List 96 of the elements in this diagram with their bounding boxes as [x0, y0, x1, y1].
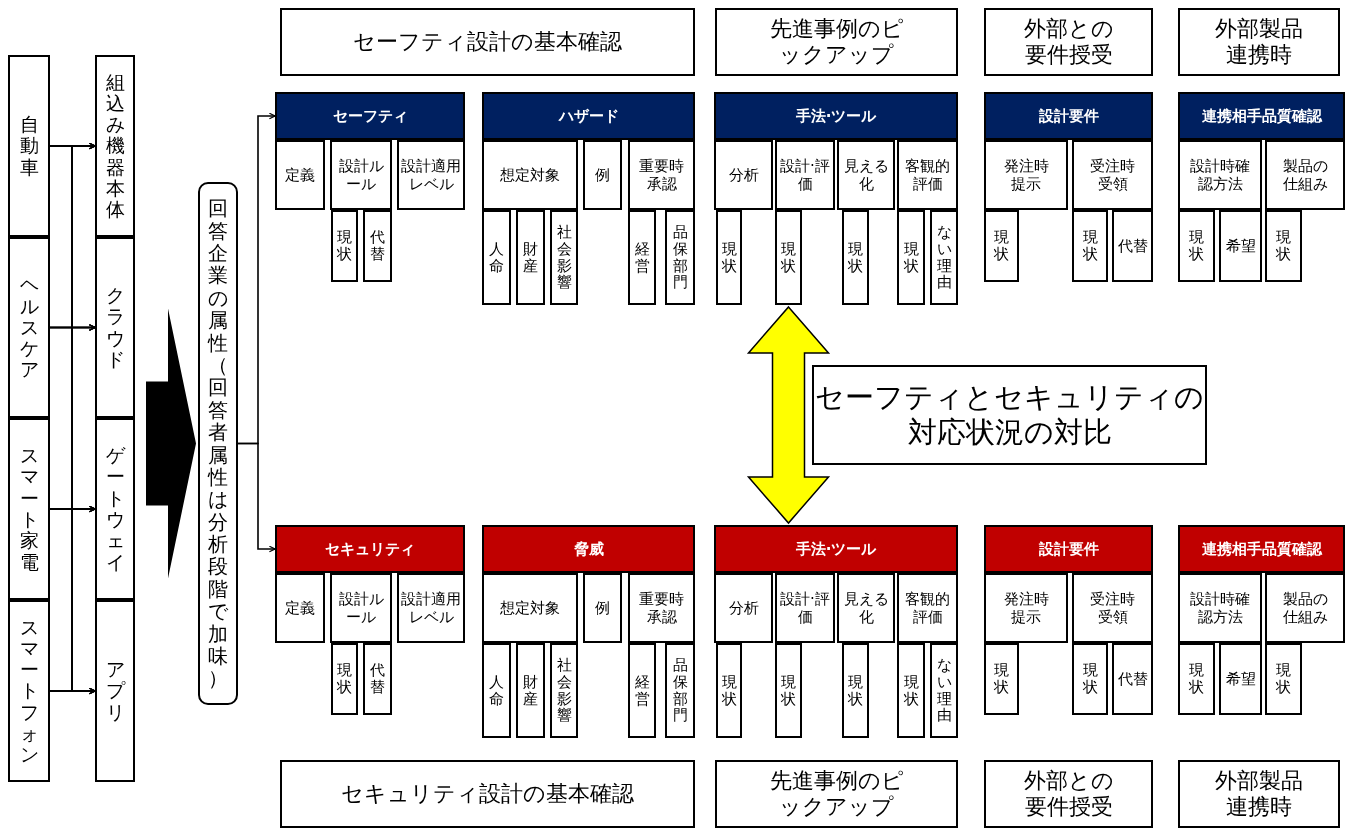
header-bar: 連携相手品質確認: [1178, 92, 1345, 140]
item-box: 重要時承認: [628, 140, 695, 210]
category-box: ゲートウェイ: [95, 418, 135, 600]
arrow: [237, 442, 276, 553]
item-box: 現状: [1072, 643, 1108, 715]
item-box: 設計·評価: [775, 140, 835, 210]
item-box: 財産: [516, 643, 545, 738]
item-box: 発注時提示: [984, 573, 1068, 643]
category-box: ヘルスケア: [8, 237, 50, 418]
section-title-box: 外部との要件授受: [984, 8, 1153, 76]
item-box: 設計·評価: [775, 573, 835, 643]
item-box: 現状: [984, 643, 1019, 715]
item-box: 設計時確認方法: [1178, 573, 1262, 643]
header-bar: 脅威: [482, 525, 695, 573]
item-box: 現状: [716, 210, 742, 305]
item-box: 想定対象: [482, 573, 578, 643]
section-title-box: セキュリティ設計の基本確認: [280, 760, 695, 828]
attribute-box: 回答企業の属性（回答者属性は分析段階で加味）: [198, 182, 238, 705]
item-box: 発注時提示: [984, 140, 1068, 210]
item-box: 財産: [516, 210, 545, 305]
item-box: 現状: [1178, 210, 1215, 282]
item-box: 設計適用レベル: [397, 573, 465, 643]
item-box: 人命: [482, 210, 511, 305]
item-box: 現状: [1072, 210, 1108, 282]
comparison-box: セーフティとセキュリティの対応状況の対比: [812, 365, 1207, 465]
item-box: 代替: [363, 210, 392, 282]
item-box: 現状: [775, 643, 802, 738]
item-box: 現状: [1265, 210, 1302, 282]
category-box: 組込み機器本体: [95, 55, 135, 237]
category-box: クラウド: [95, 237, 135, 418]
item-box: 代替: [1112, 643, 1153, 715]
item-box: 見える化: [837, 573, 895, 643]
section-title-box: セーフティ設計の基本確認: [280, 8, 695, 76]
item-box: 現状: [716, 643, 742, 738]
item-box: 例: [583, 573, 622, 643]
header-bar: 設計要件: [984, 525, 1153, 573]
item-box: 例: [583, 140, 622, 210]
item-box: 現状: [775, 210, 802, 305]
item-box: ない理由: [930, 643, 958, 738]
item-box: 想定対象: [482, 140, 578, 210]
item-box: 現状: [1265, 643, 1302, 715]
item-box: 社会影響: [550, 643, 578, 738]
item-box: 見える化: [837, 140, 895, 210]
item-box: 現状: [331, 643, 358, 715]
item-box: 現状: [842, 643, 869, 738]
double-block-arrow: [746, 305, 831, 525]
item-box: 分析: [714, 140, 773, 210]
item-box: 製品の仕組み: [1265, 573, 1345, 643]
section-title-box: 外部製品連携時: [1178, 760, 1340, 828]
header-bar: ハザード: [482, 92, 695, 140]
item-box: 定義: [275, 573, 325, 643]
header-bar: セキュリティ: [275, 525, 465, 573]
header-bar: 設計要件: [984, 92, 1153, 140]
item-box: 希望: [1219, 210, 1262, 282]
item-box: 現状: [331, 210, 358, 282]
item-box: 受注時受領: [1072, 140, 1153, 210]
item-box: 品保部門: [665, 643, 695, 738]
item-box: 客観的評価: [897, 573, 958, 643]
arrow: [49, 687, 96, 695]
item-box: 経営: [628, 210, 656, 305]
item-box: 現状: [1178, 643, 1215, 715]
section-title-box: 先進事例のピックアップ: [715, 760, 958, 828]
item-box: 希望: [1219, 643, 1262, 715]
header-bar: 連携相手品質確認: [1178, 525, 1345, 573]
item-box: 現状: [984, 210, 1019, 282]
item-box: 設計時確認方法: [1178, 140, 1262, 210]
item-box: 現状: [897, 210, 925, 305]
item-box: 経営: [628, 643, 656, 738]
item-box: 分析: [714, 573, 773, 643]
item-box: 設計適用レベル: [397, 140, 465, 210]
item-box: 客観的評価: [897, 140, 958, 210]
item-box: 品保部門: [665, 210, 695, 305]
header-bar: 手法·ツール: [714, 525, 958, 573]
item-box: 設計ルール: [330, 140, 392, 210]
category-box: アプリ: [95, 600, 135, 782]
category-box: 自動車: [8, 55, 50, 237]
item-box: 製品の仕組み: [1265, 140, 1345, 210]
item-box: 人命: [482, 643, 511, 738]
item-box: 代替: [1112, 210, 1153, 282]
section-title-box: 外部との要件授受: [984, 760, 1153, 828]
section-title-box: 先進事例のピックアップ: [715, 8, 958, 76]
item-box: 現状: [897, 643, 925, 738]
item-box: 現状: [842, 210, 869, 305]
section-title-box: 外部製品連携時: [1178, 8, 1340, 76]
category-box: スマート家電: [8, 418, 50, 600]
block-arrow: [146, 308, 196, 579]
item-box: 重要時承認: [628, 573, 695, 643]
item-box: ない理由: [930, 210, 958, 305]
header-bar: セーフティ: [275, 92, 465, 140]
item-box: 社会影響: [550, 210, 578, 305]
item-box: 代替: [363, 643, 392, 715]
header-bar: 手法·ツール: [714, 92, 958, 140]
item-box: 受注時受領: [1072, 573, 1153, 643]
category-box: スマートフォン: [8, 600, 50, 782]
item-box: 定義: [275, 140, 325, 210]
item-box: 設計ルール: [330, 573, 392, 643]
